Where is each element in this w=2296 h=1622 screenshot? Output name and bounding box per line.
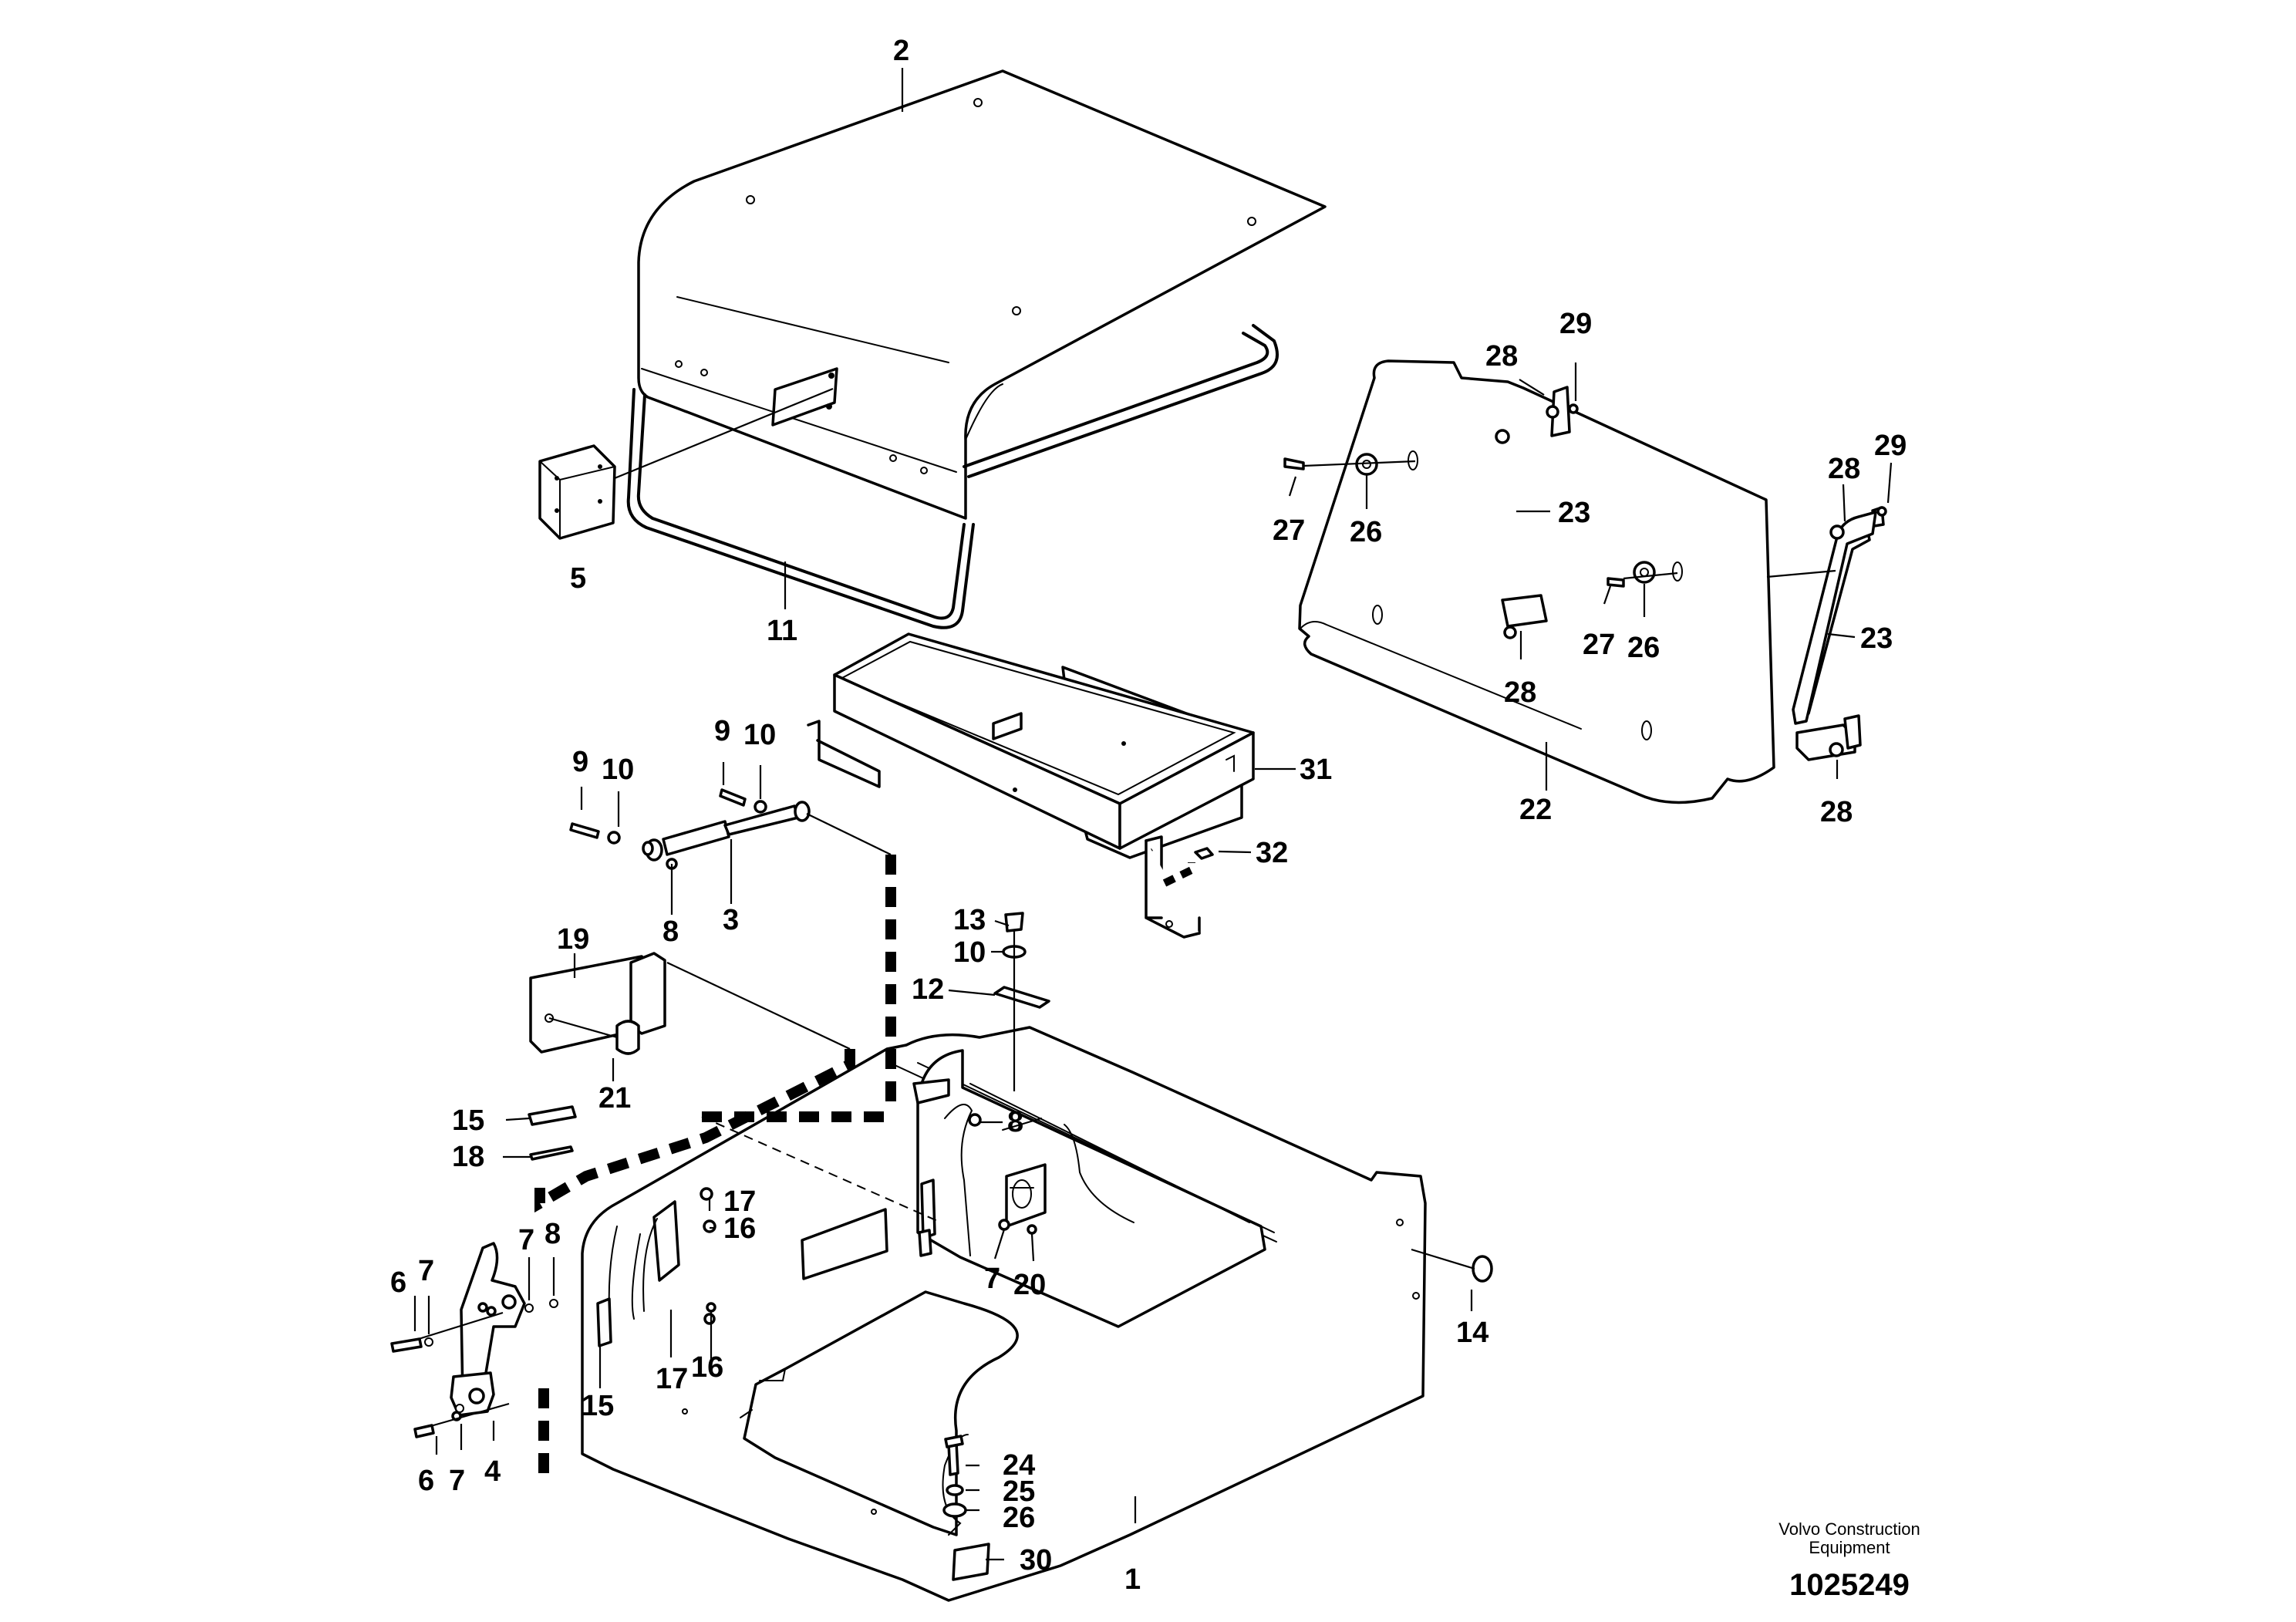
callout-26: 26: [1003, 1502, 1035, 1534]
callout-23: 23: [1558, 497, 1590, 529]
callout-8-c: 8: [544, 1218, 561, 1250]
callout-28-d: 28: [1820, 796, 1853, 828]
part-19-hinge-plate: [529, 952, 851, 1081]
callout-27: 27: [1273, 514, 1305, 547]
callout-3: 3: [723, 904, 739, 936]
callout-11: 11: [767, 615, 797, 647]
callout-16-b: 16: [691, 1351, 723, 1384]
callout-19: 19: [557, 923, 589, 956]
fasteners-center: [596, 912, 1493, 1518]
part-5-cover-plate: [538, 387, 834, 540]
part-1-base-housing: [581, 1026, 1427, 1602]
callout-26-b: 26: [1350, 516, 1382, 548]
callout-17: 17: [723, 1185, 756, 1218]
callout-27-b: 27: [1583, 629, 1615, 661]
callout-29: 29: [1559, 308, 1592, 340]
callout-21: 21: [598, 1082, 631, 1114]
callout-6-b: 6: [418, 1465, 434, 1497]
fasteners-26-27: [1283, 453, 1678, 588]
callout-6: 6: [390, 1266, 406, 1299]
part-3-gas-strut: [569, 788, 892, 915]
callout-10-c: 10: [953, 936, 986, 969]
callout-22: 22: [1519, 794, 1552, 826]
part-15-18-pads: [503, 1105, 577, 1161]
callout-17-b: 17: [656, 1363, 688, 1395]
leader-lines: [413, 68, 1893, 1561]
callout-25: 25: [1003, 1475, 1035, 1508]
callout-12: 12: [912, 973, 944, 1006]
callout-labels: 2 5 11 31 32 9 10 9 10 8 3 19 21 15 18 1…: [390, 35, 1907, 1596]
part-31-tray-bracket: [807, 632, 1255, 939]
part-22-side-panel: [1298, 359, 1775, 804]
callout-15-b: 15: [582, 1390, 614, 1422]
callout-10: 10: [602, 754, 634, 786]
callout-7: 7: [984, 1263, 1000, 1295]
part-23-handles: [1495, 386, 1887, 761]
callout-8-b: 8: [1007, 1106, 1023, 1138]
callout-24: 24: [1003, 1449, 1035, 1482]
callout-4: 4: [484, 1455, 501, 1488]
part-11-frame-bar: [626, 324, 1279, 629]
callout-2: 2: [893, 35, 909, 67]
callout-23-b: 23: [1860, 622, 1893, 655]
callout-5: 5: [570, 562, 586, 595]
callout-20: 20: [1013, 1269, 1046, 1301]
callout-9: 9: [572, 746, 588, 778]
callout-15: 15: [452, 1104, 484, 1137]
callout-28-b: 28: [1504, 676, 1536, 709]
callout-32: 32: [1256, 837, 1288, 869]
callout-10-b: 10: [743, 719, 776, 751]
part-4-latch: [390, 1242, 558, 1438]
callout-31: 31: [1300, 754, 1332, 786]
callout-16: 16: [723, 1212, 756, 1245]
callout-13: 13: [953, 904, 986, 936]
callout-9-b: 9: [714, 715, 730, 747]
callout-7-b: 7: [418, 1255, 434, 1287]
callout-30: 30: [1020, 1544, 1052, 1576]
callout-26-c: 26: [1627, 632, 1660, 664]
callout-7-d: 7: [449, 1465, 465, 1497]
callout-7-c: 7: [518, 1224, 534, 1256]
callout-1: 1: [1124, 1563, 1141, 1596]
document-number: 1025249: [1789, 1568, 1910, 1602]
callout-18: 18: [452, 1141, 484, 1173]
brand-line-1: Volvo Construction: [1778, 1519, 1920, 1539]
callout-28-c: 28: [1828, 453, 1860, 485]
callout-29-b: 29: [1874, 430, 1907, 462]
callout-14: 14: [1456, 1317, 1489, 1349]
brand-line-2: Equipment: [1809, 1538, 1890, 1557]
callout-28: 28: [1485, 340, 1518, 373]
footer: Volvo Construction Equipment 1025249: [1778, 1519, 1920, 1602]
part-2-top-cover: [637, 69, 1327, 520]
callout-8: 8: [663, 916, 679, 948]
